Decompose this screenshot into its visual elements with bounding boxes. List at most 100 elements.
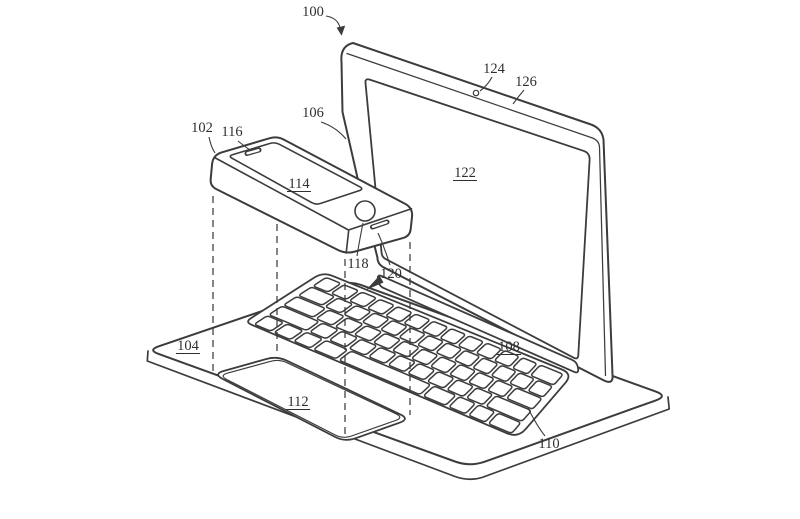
keyboard-key — [454, 350, 480, 367]
hinge-bar — [376, 274, 580, 374]
speaker-slot-inner — [246, 148, 260, 155]
lid-rim-inner-line — [346, 52, 607, 377]
ref-114: 114 — [287, 176, 311, 193]
keyboard-key — [411, 348, 438, 366]
keyboard-key — [388, 355, 416, 372]
leader-line-102 — [208, 136, 216, 154]
keyboard-key — [447, 379, 474, 397]
keyboard-key — [408, 363, 435, 381]
keyboard-key — [362, 312, 389, 329]
keyboard-key — [449, 364, 476, 382]
keyboard-key — [316, 309, 344, 326]
keyboard-key — [530, 364, 563, 386]
keyboard-key — [473, 357, 498, 375]
ref-120: 120 — [377, 232, 402, 282]
keyboard-key — [329, 331, 358, 348]
keyboard-key — [313, 277, 341, 293]
keyboard-key — [310, 322, 338, 339]
laptop-lid — [340, 42, 614, 383]
keyboard-key — [339, 350, 431, 395]
keyboard-key — [349, 291, 377, 308]
arrowhead-100 — [336, 25, 346, 36]
leader-line-126 — [512, 89, 525, 105]
keyboard-key — [298, 286, 335, 306]
phone-edge-creases — [213, 156, 413, 254]
keyboard-key — [254, 315, 283, 332]
keyboard-key — [294, 332, 322, 349]
leader-line-124 — [479, 76, 493, 92]
keyboard-key — [367, 299, 394, 315]
ref-124: 124 — [479, 61, 506, 92]
ref-label-114: 114 — [288, 176, 310, 192]
ref-label-104: 104 — [177, 338, 200, 354]
keyboard-key — [381, 320, 407, 336]
keyboard-key — [331, 284, 359, 300]
keyboard-key — [404, 313, 430, 330]
ref-label-120: 120 — [380, 266, 402, 282]
leader-line-120 — [377, 232, 391, 266]
keyboard-key — [373, 333, 401, 350]
leader-line-106 — [320, 121, 347, 140]
keyboard-key — [436, 342, 462, 359]
phone-body — [209, 136, 414, 254]
keyboard-key — [284, 296, 325, 318]
keyboard-key — [440, 328, 466, 345]
keyboard-key — [369, 347, 396, 364]
ref-108: 108 — [497, 339, 521, 356]
leader-line-110 — [527, 407, 546, 437]
keyboard-key — [399, 327, 425, 344]
keyboard-key — [417, 335, 444, 352]
display-screen — [364, 78, 591, 360]
ref-100: 100 — [302, 4, 346, 36]
ref-116: 116 — [221, 124, 251, 151]
keyboard-key — [476, 343, 502, 360]
ref-label-126: 126 — [515, 74, 537, 90]
insertion-arrowhead — [366, 275, 384, 290]
keyboard-key — [469, 404, 495, 423]
laptop-base-side-thickness — [146, 350, 671, 481]
keyboard-keys — [254, 277, 563, 434]
keyboard-key — [344, 305, 371, 321]
leader-line-116 — [237, 140, 251, 151]
ref-104: 104 — [176, 338, 200, 355]
ref-122: 122 — [453, 165, 477, 182]
keyboard-key — [274, 323, 303, 340]
keyboard-key — [422, 321, 448, 337]
keyboard-key — [491, 365, 516, 382]
keyboard-key — [486, 395, 532, 422]
ref-126: 126 — [512, 74, 537, 105]
ref-label-112: 112 — [287, 394, 308, 410]
home-button — [354, 200, 376, 222]
ref-label-106: 106 — [302, 105, 324, 121]
keyboard-key — [349, 339, 377, 356]
keyboard-key — [506, 387, 542, 410]
keyboard-key — [430, 356, 457, 374]
keyboard-key — [458, 335, 484, 352]
ref-102: 102 — [191, 120, 216, 154]
keyboard-key — [386, 306, 412, 323]
ref-label-100: 100 — [302, 4, 324, 20]
leader-line-100 — [325, 15, 341, 29]
phone-screen — [229, 142, 363, 205]
ref-label-124: 124 — [483, 61, 506, 77]
device-line-art — [146, 42, 671, 481]
ref-118: 118 — [347, 222, 369, 272]
ref-label-118: 118 — [347, 256, 368, 272]
ref-106: 106 — [302, 105, 347, 140]
ref-label-102: 102 — [191, 120, 213, 136]
keyboard-key — [466, 387, 493, 405]
keyboard-key — [269, 306, 319, 331]
reference-labels: 100 102 116 106 124 126 122 114 — [176, 4, 560, 452]
ref-label-116: 116 — [221, 124, 242, 140]
keyboard-key — [427, 371, 454, 389]
ref-label-108: 108 — [498, 339, 520, 355]
keyboard-key — [314, 340, 348, 359]
keyboard-key — [509, 372, 534, 390]
camera-dot — [472, 89, 480, 97]
keyboard-key — [449, 396, 475, 414]
keyboard-key — [354, 325, 382, 342]
dock-recess-outer — [217, 356, 406, 441]
ref-112: 112 — [286, 394, 310, 411]
